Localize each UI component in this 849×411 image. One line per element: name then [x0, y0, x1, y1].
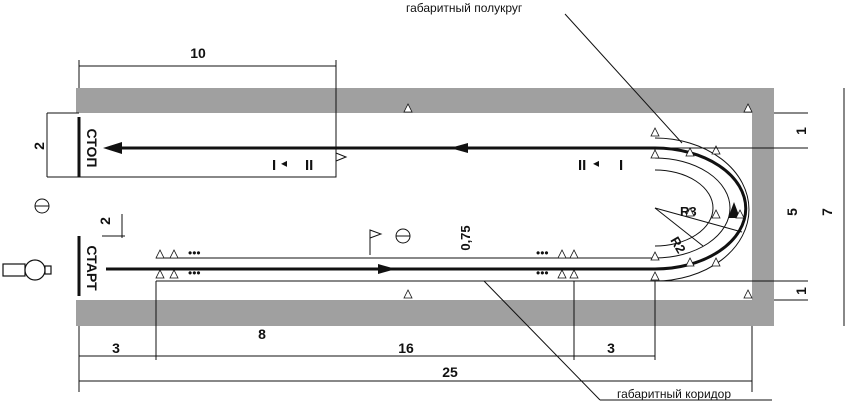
turn-path-main [654, 146, 748, 271]
cone [735, 209, 745, 219]
cone [685, 207, 695, 217]
cone [155, 269, 165, 279]
dim-3-left: 3 [112, 340, 120, 356]
flag-left [335, 152, 348, 162]
cone [650, 149, 660, 159]
dim-075: 0,75 [458, 225, 473, 250]
dim-25: 25 [442, 364, 458, 380]
dots-left-bottom: ••• [188, 266, 201, 280]
dots-left-top: ••• [188, 246, 201, 260]
symbol-left [34, 198, 50, 214]
cone [403, 103, 413, 113]
track-walls [76, 88, 774, 326]
start-path [106, 229, 655, 282]
cone [711, 257, 721, 267]
semicircle-leader [564, 13, 683, 144]
cone [557, 269, 567, 279]
cone [650, 271, 660, 281]
cone [569, 269, 579, 279]
dots-right-top: ••• [536, 246, 549, 260]
cone [155, 249, 165, 259]
cone [685, 257, 695, 267]
symbol-center [395, 228, 411, 244]
gear-II-right: II [578, 157, 586, 174]
dots-right-bottom: ••• [536, 266, 549, 280]
start-label: СТАРТ [84, 245, 100, 291]
car-icon [2, 259, 52, 281]
turn-outer-arc [654, 137, 750, 282]
cone [685, 147, 695, 157]
dim-8: 8 [258, 326, 266, 342]
dim-10: 10 [190, 45, 206, 61]
dim-16: 16 [398, 340, 414, 356]
dim-1-bottom: 1 [793, 287, 809, 295]
turn-arrow [728, 202, 740, 218]
cone [743, 103, 753, 113]
cone [743, 289, 753, 299]
gear-II-left: II [305, 157, 313, 174]
bottom-wall [76, 300, 774, 326]
right-wall [752, 88, 774, 326]
gear-arrow-left-1: ◂ [281, 156, 287, 170]
cones [155, 103, 753, 299]
turn-semicircle: R3 R2 [654, 137, 750, 282]
turn-inner-arc-r3 [654, 157, 731, 259]
dim-2-start: 2 [97, 217, 113, 225]
turn-inner-arc-r2 [654, 169, 714, 247]
gear-arrow-right: ◂ [593, 156, 599, 170]
start-flag [369, 229, 383, 239]
stop-label: СТОП [84, 129, 100, 168]
dim-5: 5 [784, 208, 800, 216]
return-mid-arrow [450, 143, 468, 153]
return-arrow-head [103, 142, 122, 154]
r2-radius [654, 207, 704, 247]
gear-I-left: I [272, 157, 276, 174]
dim-3-right: 3 [607, 340, 615, 356]
top-wall [76, 88, 774, 113]
cone [711, 145, 721, 155]
corridor-label: габаритный коридор [617, 387, 731, 401]
gear-I-right: I [619, 157, 623, 174]
cone [403, 289, 413, 299]
stop-zone-outline [79, 113, 337, 178]
cone [557, 249, 567, 259]
dim-1-top: 1 [793, 127, 809, 135]
r3-radius [654, 207, 743, 233]
cone [169, 249, 179, 259]
cone [169, 269, 179, 279]
cone [569, 249, 579, 259]
return-path [79, 113, 656, 178]
dim-2-stop: 2 [31, 142, 47, 150]
dim-7: 7 [819, 208, 835, 216]
start-mid-arrow [378, 264, 396, 274]
semicircle-label: габаритный полукруг [406, 1, 523, 15]
cone [650, 127, 660, 137]
r2-label: R2 [667, 234, 688, 256]
cone [711, 209, 721, 219]
cone [650, 251, 660, 261]
dimension-lines [46, 60, 845, 392]
corridor-leader [483, 280, 601, 401]
